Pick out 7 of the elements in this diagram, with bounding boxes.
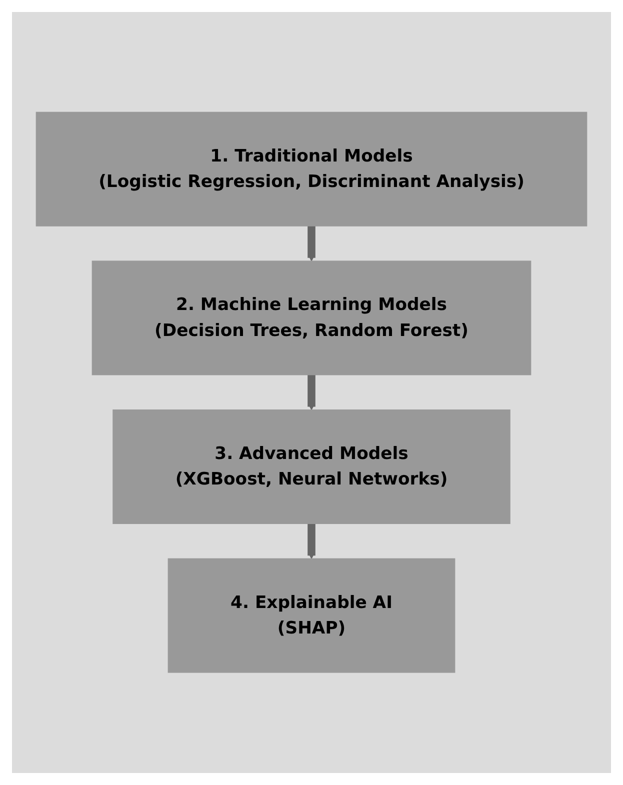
arrow (308, 225, 316, 262)
arrow (308, 522, 316, 560)
node-box: 2. Machine Learning Models (Decision Trees, Random Forest) (92, 260, 532, 376)
arrow (308, 374, 316, 410)
node-box: 3. Advanced Models (XGBoost, Neural Networks) (112, 410, 510, 524)
node-box: 4. Explainable AI (SHAP) (168, 558, 456, 673)
node-box: 1. Traditional Models (Logistic Regression, Discriminant Analysis) (36, 112, 588, 227)
